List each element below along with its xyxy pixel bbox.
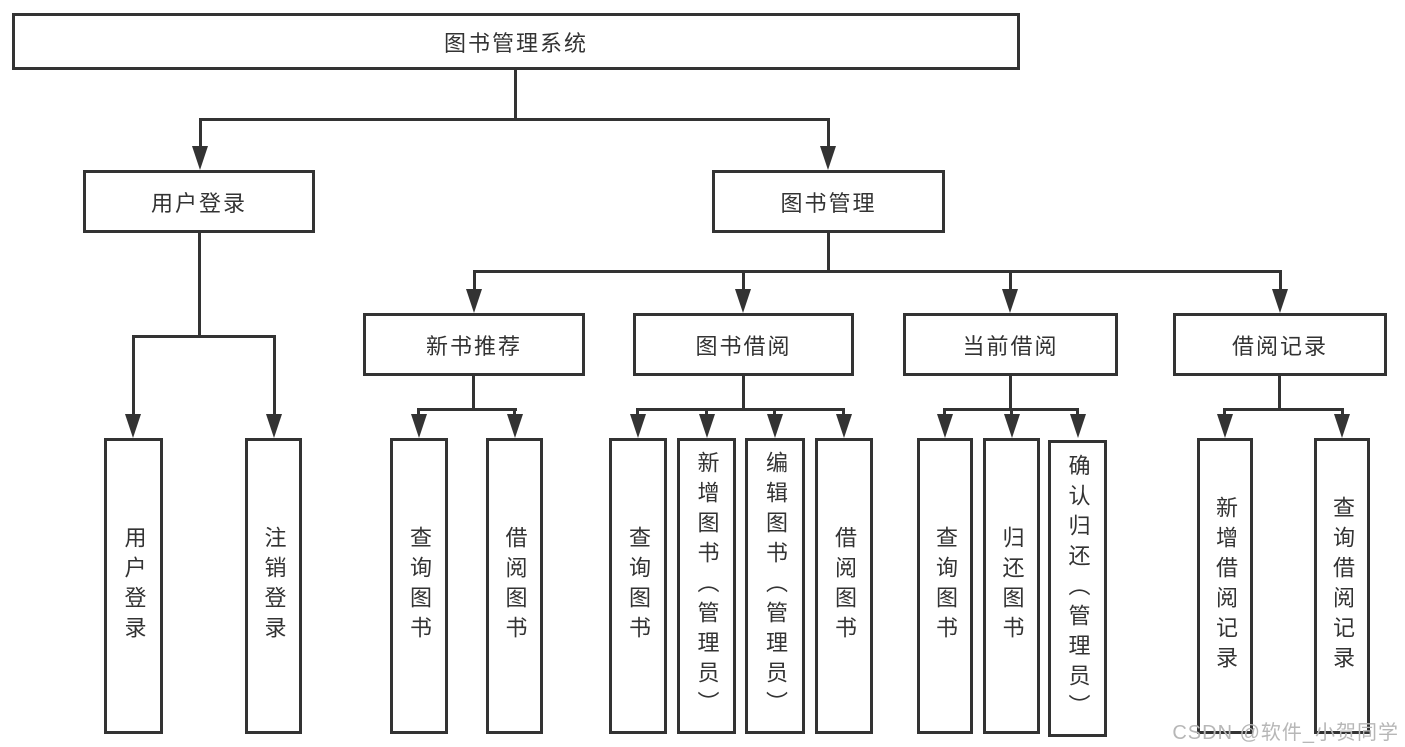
node-label: 查询图书 (626, 526, 651, 646)
arrow-down-icon (125, 414, 141, 438)
connector-line (1010, 408, 1013, 416)
node-label: 查询图书 (407, 526, 432, 646)
leaf-user-login: 用户登录 (104, 438, 163, 734)
arrow-down-icon (411, 414, 427, 438)
connector-line (199, 118, 202, 150)
node-label: 确认归还（管理员） (1065, 453, 1091, 724)
connector-line (1224, 408, 1343, 411)
connector-line (132, 335, 135, 414)
arrow-down-icon (767, 414, 783, 438)
connector-line (133, 335, 276, 338)
leaf-query-borrow-record: 查询借阅记录 (1314, 438, 1370, 734)
node-label: 归还图书 (999, 526, 1025, 646)
node-label: 用户登录 (150, 190, 247, 216)
node-label: 编辑图书（管理员） (763, 451, 788, 721)
connector-line (742, 376, 745, 408)
connector-line (418, 408, 517, 411)
arrow-down-icon (266, 414, 282, 438)
node-user-login: 用户登录 (83, 170, 315, 233)
connector-line (943, 408, 946, 416)
node-label: 借阅图书 (832, 526, 857, 646)
node-book-borrowing: 图书借阅 (633, 313, 854, 376)
connector-line (513, 408, 516, 416)
leaf-add-borrow-record: 新增借阅记录 (1197, 438, 1253, 734)
leaf-logout: 注销登录 (245, 438, 302, 734)
connector-line (198, 233, 201, 335)
arrow-down-icon (699, 414, 715, 438)
leaf-borrow-books-recommend: 借阅图书 (486, 438, 543, 734)
arrow-down-icon (1217, 414, 1233, 438)
leaf-edit-books-admin: 编辑图书（管理员） (745, 438, 805, 734)
leaf-confirm-return-admin: 确认归还（管理员） (1048, 440, 1107, 737)
arrow-down-icon (1272, 289, 1288, 313)
arrow-down-icon (630, 414, 646, 438)
node-label: 新增图书（管理员） (694, 451, 720, 721)
arrow-down-icon (466, 289, 482, 313)
leaf-add-books-admin: 新增图书（管理员） (677, 438, 736, 734)
connector-line (1278, 376, 1281, 408)
node-label: 当前借阅 (962, 333, 1059, 359)
connector-line (1341, 408, 1344, 416)
connector-line (773, 408, 776, 416)
connector-line (827, 233, 830, 270)
node-label: 图书管理系统 (443, 30, 588, 56)
leaf-query-books-current: 查询图书 (917, 438, 973, 734)
node-label: 图书管理 (780, 190, 877, 216)
leaf-borrow-books: 借阅图书 (815, 438, 873, 734)
node-current-borrowing: 当前借阅 (903, 313, 1118, 376)
connector-line (1009, 270, 1012, 291)
connector-line (199, 118, 830, 121)
arrow-down-icon (507, 414, 523, 438)
arrow-down-icon (192, 146, 208, 170)
node-label: 查询图书 (933, 526, 958, 646)
arrow-down-icon (836, 414, 852, 438)
connector-line (705, 408, 708, 416)
node-label: 注销登录 (261, 526, 287, 646)
arrow-down-icon (1070, 414, 1086, 438)
node-label: 新书推荐 (425, 333, 522, 359)
connector-line (1076, 408, 1079, 416)
node-label: 查询借阅记录 (1330, 496, 1355, 676)
connector-line (827, 118, 830, 150)
leaf-return-books: 归还图书 (983, 438, 1040, 734)
connector-line (1009, 376, 1012, 408)
connector-line (472, 376, 475, 408)
connector-line (417, 408, 420, 416)
connector-line (637, 408, 844, 411)
connector-line (842, 408, 845, 416)
connector-line (473, 270, 476, 291)
node-label: 用户登录 (121, 526, 147, 646)
node-library-management-system: 图书管理系统 (12, 13, 1020, 70)
arrow-down-icon (820, 146, 836, 170)
connector-line (273, 335, 276, 414)
connector-line (1279, 270, 1282, 291)
leaf-query-books-borrow: 查询图书 (609, 438, 667, 734)
node-borrowing-records: 借阅记录 (1173, 313, 1387, 376)
connector-line (1223, 408, 1226, 416)
arrow-down-icon (1002, 289, 1018, 313)
arrow-down-icon (735, 289, 751, 313)
node-label: 借阅图书 (502, 526, 528, 646)
arrow-down-icon (937, 414, 953, 438)
csdn-watermark: CSDN @软件_小贺同学 (1172, 722, 1399, 744)
node-label: 新增借阅记录 (1213, 496, 1238, 676)
node-new-book-recommendation: 新书推荐 (363, 313, 585, 376)
leaf-query-books-recommend: 查询图书 (390, 438, 448, 734)
arrow-down-icon (1334, 414, 1350, 438)
arrow-down-icon (1004, 414, 1020, 438)
node-book-management: 图书管理 (712, 170, 945, 233)
connector-line (514, 70, 517, 118)
connector-line (473, 270, 1281, 273)
connector-line (742, 270, 745, 291)
node-label: 图书借阅 (695, 333, 792, 359)
node-label: 借阅记录 (1231, 333, 1328, 359)
connector-line (636, 408, 639, 416)
